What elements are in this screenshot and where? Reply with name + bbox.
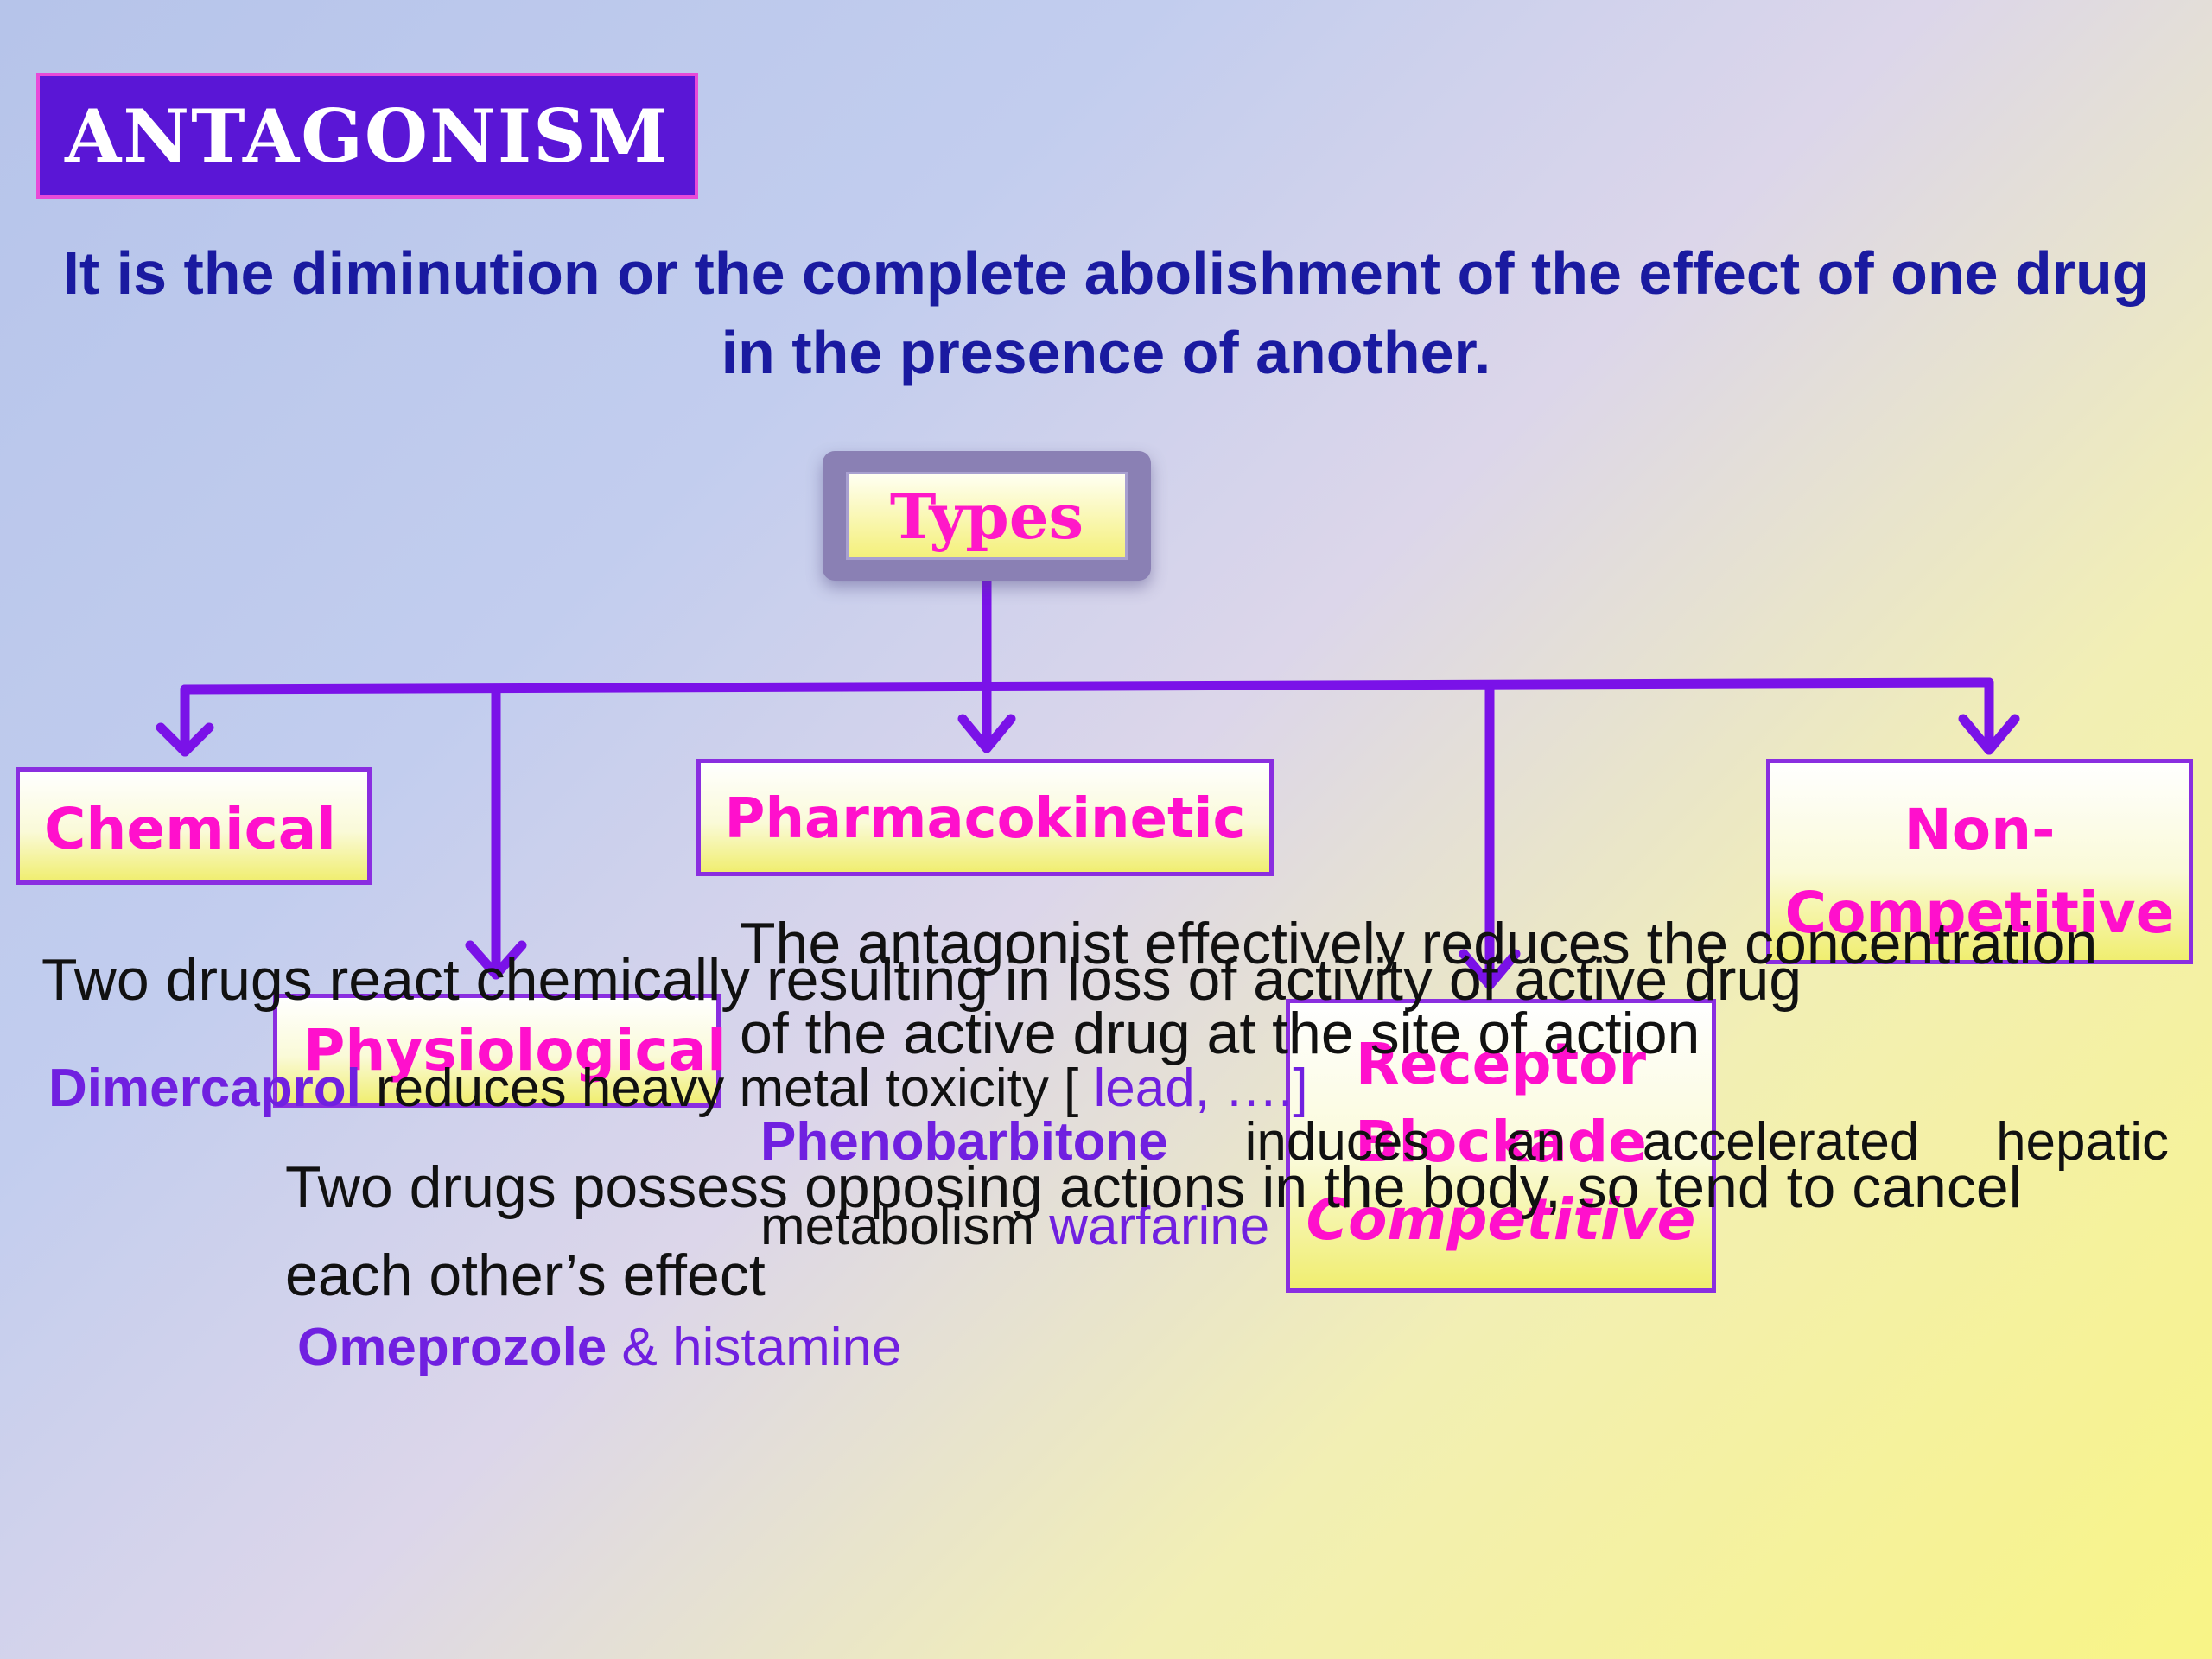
- chemical-example-drug: Dimercaprol: [48, 1058, 361, 1118]
- physiological-description-1: Two drugs possess opposing actions in th…: [285, 1154, 2022, 1220]
- node-competitive-label: Competitive: [1306, 1186, 1696, 1253]
- chemical-example-tail: lead, ….]: [1093, 1058, 1308, 1118]
- node-receptor-label-1: Receptor: [1355, 1031, 1647, 1097]
- physio-example-text: & histamine: [607, 1318, 902, 1377]
- pk-example-drug: Phenobarbitone: [760, 1112, 1168, 1172]
- pk-example-word4: hepatic: [1996, 1112, 2169, 1172]
- pk-example-word5: metabolism: [760, 1197, 1034, 1256]
- definition-text: It is the diminution or the complete abo…: [62, 239, 2150, 386]
- node-receptor-label-2: Blockade: [1355, 1109, 1647, 1175]
- node-physiological-label: Physiological: [303, 1017, 727, 1084]
- branch-bar: [180, 677, 1994, 695]
- arrow-chemical: [156, 722, 214, 757]
- pk-example-word2: an: [1506, 1112, 1567, 1172]
- slide-title: ANTAGONISM: [65, 92, 670, 179]
- title-banner: ANTAGONISM: [36, 73, 698, 199]
- pk-example-word3: accelerated: [1642, 1112, 1920, 1172]
- chemical-example: Dimercaprol reduces heavy metal toxicity…: [48, 1058, 1308, 1119]
- node-receptor-blockade: Receptor Blockade Competitive: [1286, 999, 1716, 1293]
- physio-example-drug: Omeprozole: [297, 1318, 607, 1377]
- node-physiological: Physiological: [273, 994, 727, 1108]
- physiological-description-2: each other’s effect: [285, 1243, 766, 1308]
- pharmacokinetic-description-1: The antagonist effectively reduces the c…: [740, 911, 2098, 976]
- physiological-example: Omeprozole & histamine: [297, 1317, 901, 1378]
- types-node-inner: Types: [846, 472, 1128, 560]
- pharmacokinetic-example-line1: Phenobarbitone induces an accelerated he…: [760, 1111, 2169, 1173]
- pharmacokinetic-description-2: of the active drug at the site of action: [740, 1001, 1700, 1066]
- arrow-noncompetitive: [1958, 714, 2020, 755]
- node-noncompetitive-label-1: Non-: [1904, 797, 2056, 863]
- node-noncompetitive-label-2: Competitive: [1784, 880, 2175, 946]
- node-chemical: Chemical: [16, 767, 372, 885]
- arrow-physiological: [465, 940, 527, 980]
- node-chemical-label: Chemical: [44, 796, 336, 862]
- arrow-pharmacokinetic: [957, 714, 1016, 753]
- node-noncompetitive: Non- Competitive: [1766, 759, 2193, 964]
- types-node: Types: [823, 451, 1151, 581]
- pk-example-word6: warfarine: [1049, 1197, 1270, 1256]
- chemical-description: Two drugs react chemically resulting in …: [41, 947, 1802, 1013]
- arrow-receptor: [1459, 949, 1521, 990]
- pk-example-word1: induces: [1244, 1112, 1430, 1172]
- node-pharmacokinetic: Pharmacokinetic: [696, 759, 1274, 876]
- types-label: Types: [889, 479, 1084, 553]
- node-pharmacokinetic-label: Pharmacokinetic: [724, 787, 1246, 851]
- chemical-example-text: reduces heavy metal toxicity [: [360, 1058, 1094, 1118]
- pharmacokinetic-example-line2: metabolism warfarine: [760, 1196, 1269, 1257]
